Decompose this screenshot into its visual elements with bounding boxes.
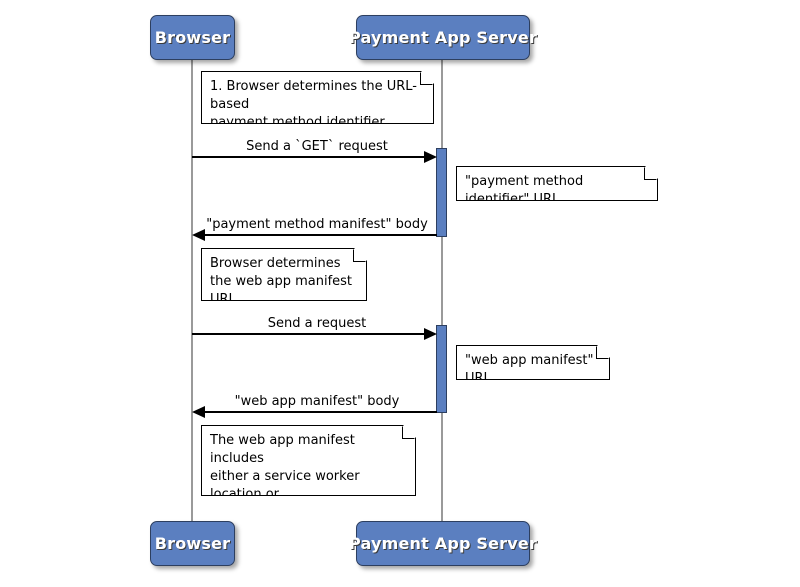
lifeline-payment-app-server bbox=[441, 60, 443, 521]
note-payment-method-identifier-url: "payment method identifier" URL bbox=[456, 166, 658, 201]
message-line-send-a-request bbox=[192, 333, 429, 335]
participant-payment-app-server-top-label: Payment App Server bbox=[348, 28, 538, 47]
participant-browser-top[interactable]: Browser bbox=[150, 15, 235, 60]
activation-server-1 bbox=[436, 148, 447, 237]
participant-payment-app-server-bottom-label: Payment App Server bbox=[348, 534, 538, 553]
participant-browser-bottom-label: Browser bbox=[154, 534, 231, 553]
note-web-app-manifest-includes: The web app manifest includes either a s… bbox=[201, 425, 416, 496]
message-line-payment-method-manifest-body bbox=[205, 234, 437, 236]
lifeline-browser bbox=[191, 60, 193, 521]
note-determine-payment-method-identifier: 1. Browser determines the URL-based paym… bbox=[201, 71, 434, 124]
note-fold-icon bbox=[402, 426, 415, 439]
message-label-send-a-request: Send a request bbox=[267, 316, 367, 331]
note-determine-web-app-manifest-url-text: Browser determines the web app manifest … bbox=[210, 256, 353, 307]
note-fold-icon bbox=[644, 167, 657, 180]
note-determine-payment-method-identifier-text: 1. Browser determines the URL-based paym… bbox=[210, 79, 417, 130]
participant-browser-top-label: Browser bbox=[154, 28, 231, 47]
message-arrowhead-send-a-request bbox=[424, 328, 437, 340]
note-web-app-manifest-url-text: "web app manifest" URL bbox=[465, 353, 594, 386]
participant-browser-bottom[interactable]: Browser bbox=[150, 521, 235, 566]
note-fold-icon bbox=[596, 346, 609, 359]
note-fold-icon bbox=[353, 249, 366, 262]
activation-server-2 bbox=[436, 325, 447, 413]
message-arrowhead-send-get-request bbox=[424, 151, 437, 163]
note-determine-web-app-manifest-url: Browser determines the web app manifest … bbox=[201, 248, 367, 301]
participant-payment-app-server-top[interactable]: Payment App Server bbox=[349, 15, 537, 60]
message-label-send-get-request: Send a `GET` request bbox=[246, 139, 388, 154]
message-line-send-get-request bbox=[192, 156, 429, 158]
participant-payment-app-server-bottom[interactable]: Payment App Server bbox=[349, 521, 537, 566]
note-web-app-manifest-url: "web app manifest" URL bbox=[456, 345, 610, 380]
note-payment-method-identifier-url-text: "payment method identifier" URL bbox=[465, 174, 584, 207]
message-label-web-app-manifest-body: "web app manifest" body bbox=[234, 394, 400, 409]
message-arrowhead-payment-method-manifest-body bbox=[192, 229, 205, 241]
message-label-payment-method-manifest-body: "payment method manifest" body bbox=[206, 217, 428, 232]
note-web-app-manifest-includes-text: The web app manifest includes either a s… bbox=[210, 433, 403, 520]
message-arrowhead-web-app-manifest-body bbox=[192, 406, 205, 418]
message-line-web-app-manifest-body bbox=[205, 411, 437, 413]
note-fold-icon bbox=[420, 72, 433, 85]
